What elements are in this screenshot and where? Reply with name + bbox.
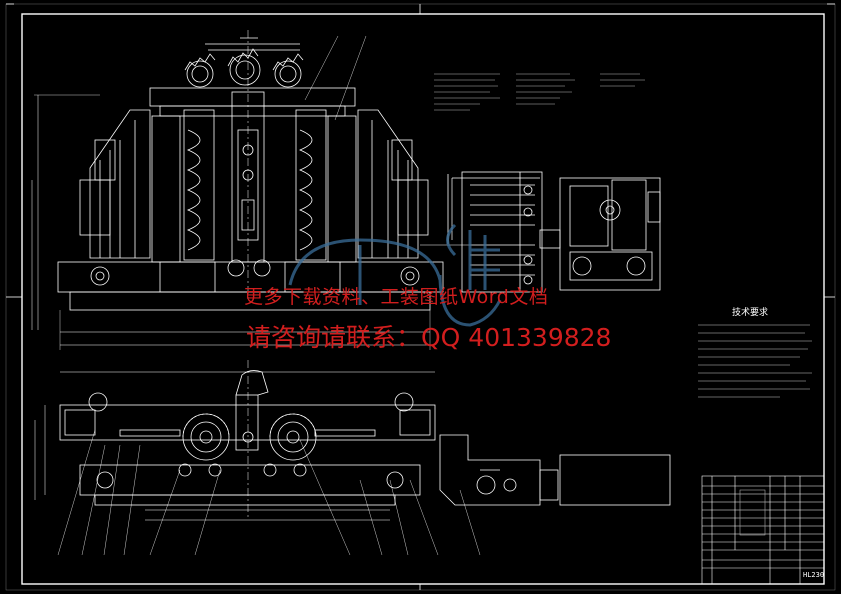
plan-view bbox=[34, 360, 481, 556]
side-view bbox=[420, 171, 661, 293]
title-block bbox=[701, 475, 825, 585]
watermark-line-2: 请咨询请联系：QQ 401339828 bbox=[246, 323, 612, 352]
technical-requirements-title: 技术要求 bbox=[732, 308, 769, 318]
parameter-notes bbox=[434, 73, 645, 111]
sheet-border bbox=[5, 3, 836, 591]
watermark-line-1: 更多下载资料、工装图纸Word文档 bbox=[244, 286, 549, 308]
gear-crowns bbox=[184, 37, 304, 88]
drawing-code: HL230 bbox=[803, 571, 825, 579]
technical-requirements-text bbox=[698, 324, 812, 398]
detail-view bbox=[439, 434, 671, 506]
front-view bbox=[31, 30, 444, 350]
watermark-logo bbox=[288, 223, 502, 327]
